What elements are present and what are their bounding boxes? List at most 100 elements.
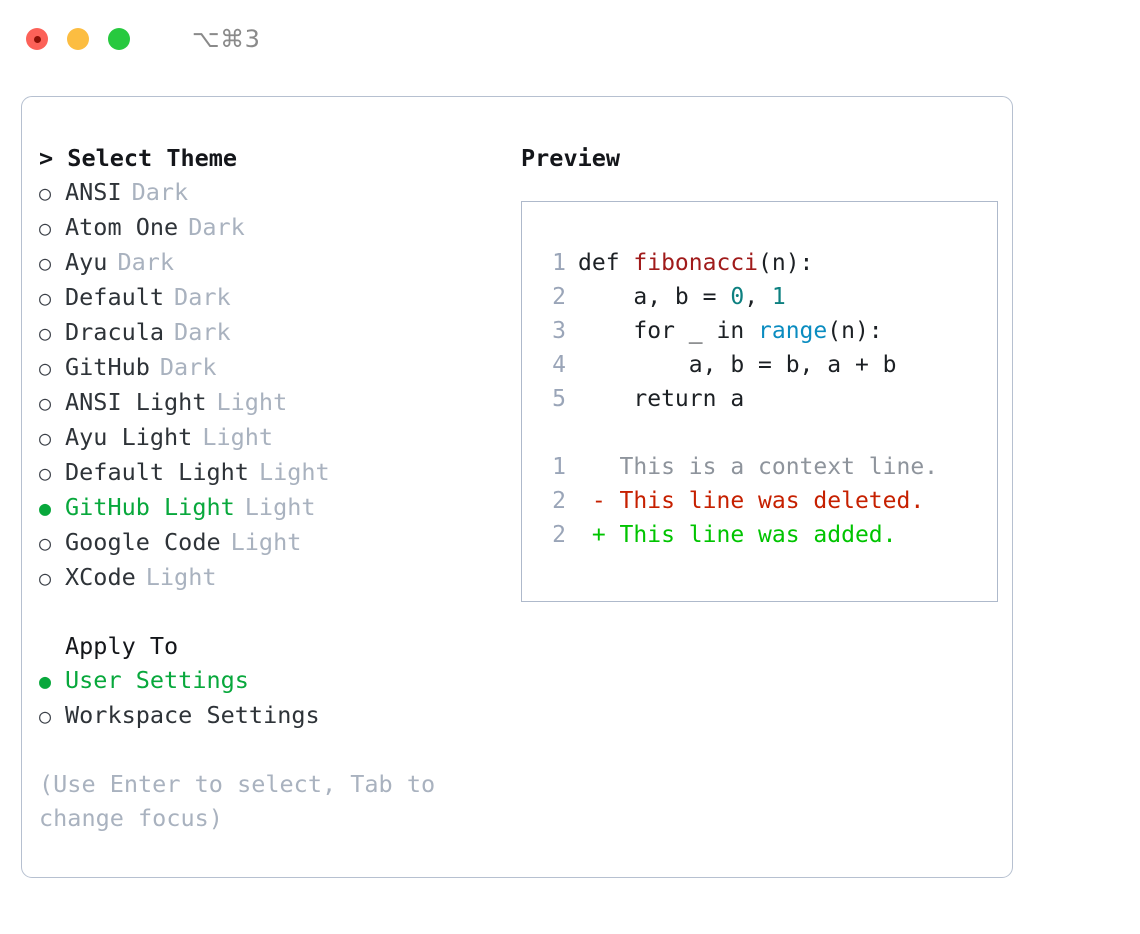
theme-option-label: Ayu Light <box>65 423 193 451</box>
code-token: 0 <box>730 284 745 310</box>
line-number: 5 <box>552 386 566 412</box>
radio-selected-icon: ● <box>39 496 52 520</box>
theme-option-tag: Dark <box>174 318 231 346</box>
code-line-content: a, b = 0, 1 <box>578 280 786 314</box>
radio-unselected-icon: ○ <box>39 251 52 275</box>
line-number: 2 <box>552 488 566 514</box>
code-token: , <box>744 284 772 310</box>
theme-option-tag: Dark <box>131 178 189 206</box>
window-controls <box>26 28 130 50</box>
code-token: fibonacci <box>633 250 759 276</box>
radio-unselected-icon: ○ <box>39 704 52 728</box>
theme-option-tag: Light <box>230 528 302 556</box>
keyboard-hint-text: (Use Enter to select, Tab to change focu… <box>39 770 450 832</box>
apply-to-option[interactable]: ○ Workspace Settings <box>39 698 501 733</box>
theme-option[interactable]: ○ Dracula Dark <box>39 315 501 350</box>
theme-option-tag: Light <box>202 423 274 451</box>
theme-option-tag: Light <box>145 563 217 591</box>
theme-option[interactable]: ○ Default Light Light <box>39 455 501 490</box>
code-token: a, b = <box>578 284 731 310</box>
code-line-content: def fibonacci(n): <box>578 246 813 280</box>
line-number: 3 <box>552 318 566 344</box>
theme-option[interactable]: ○ Ayu Dark <box>39 245 501 280</box>
theme-option-tag: Light <box>216 388 288 416</box>
code-line: 3 for _ in range(n): <box>540 314 997 348</box>
apply-to-heading: Apply To <box>65 632 179 660</box>
theme-option[interactable]: ○ XCode Light <box>39 560 501 595</box>
code-token: (n): <box>758 250 814 276</box>
radio-selected-icon: ● <box>39 669 52 693</box>
diff-line-content: + This line was added. <box>578 522 897 548</box>
diff-line: 2 - This line was deleted. <box>540 484 997 518</box>
theme-option[interactable]: ○ Default Dark <box>39 280 501 315</box>
radio-unselected-icon: ○ <box>39 531 52 555</box>
line-number: 2 <box>552 522 566 548</box>
theme-option-label: XCode <box>65 563 136 591</box>
radio-unselected-icon: ○ <box>39 566 52 590</box>
theme-option-label: Dracula <box>65 318 165 346</box>
theme-option[interactable]: ○ ANSI Light Light <box>39 385 501 420</box>
line-number: 2 <box>552 284 566 310</box>
theme-option-tag: Light <box>244 493 316 521</box>
apply-to-list: ●User Settings ○ Workspace Settings <box>39 663 501 733</box>
radio-unselected-icon: ○ <box>39 426 52 450</box>
code-line: 1 def fibonacci(n): <box>540 246 997 280</box>
theme-option-label: GitHub Light <box>65 493 235 521</box>
radio-unselected-icon: ○ <box>39 216 52 240</box>
code-token: (n): <box>827 318 883 344</box>
code-diff-spacer <box>540 416 997 450</box>
theme-option-label: Ayu <box>65 248 108 276</box>
theme-option-label: ANSI <box>65 178 122 206</box>
code-token: return a <box>578 386 745 412</box>
diff-line-content: This is a context line. <box>578 454 939 480</box>
code-line-content: for _ in range(n): <box>578 314 883 348</box>
radio-unselected-icon: ○ <box>39 461 52 485</box>
apply-to-option[interactable]: ●User Settings <box>39 663 501 698</box>
list-spacer <box>39 595 501 629</box>
theme-option[interactable]: ○ Google Code Light <box>39 525 501 560</box>
theme-option-tag: Dark <box>159 353 217 381</box>
theme-option-label: Default Light <box>65 458 249 486</box>
preview-heading: Preview <box>521 144 621 172</box>
code-token: 1 <box>771 284 786 310</box>
diff-line-content: - This line was deleted. <box>578 488 925 514</box>
theme-option[interactable]: ○ Ayu Light Light <box>39 420 501 455</box>
theme-option-label: Atom One <box>65 213 179 241</box>
code-line: 2 a, b = 0, 1 <box>540 280 997 314</box>
theme-option-tag: Dark <box>174 283 231 311</box>
code-token: a, b = b, a + b <box>578 352 897 378</box>
code-token: def <box>578 250 634 276</box>
radio-unselected-icon: ○ <box>39 391 52 415</box>
code-token: for _ in <box>578 318 759 344</box>
code-token: range <box>758 318 828 344</box>
title-bar: ⌥⌘3 <box>0 0 1140 78</box>
code-line-content: return a <box>578 382 744 416</box>
theme-option-tag: Light <box>258 458 330 486</box>
diff-sample: 1 This is a context line.2 - This line w… <box>540 450 997 552</box>
radio-unselected-icon: ○ <box>39 321 52 345</box>
code-line: 5 return a <box>540 382 997 416</box>
line-number: 1 <box>552 250 566 276</box>
theme-option-label: Default <box>65 283 165 311</box>
radio-unselected-icon: ○ <box>39 286 52 310</box>
diff-line: 2 + This line was added. <box>540 518 997 552</box>
radio-unselected-icon: ○ <box>39 356 52 380</box>
code-line: 4 a, b = b, a + b <box>540 348 997 382</box>
theme-option-label: ANSI Light <box>65 388 207 416</box>
theme-option-label: Google Code <box>65 528 221 556</box>
maximize-button[interactable] <box>108 28 130 50</box>
theme-option-tag: Dark <box>117 248 175 276</box>
close-button[interactable] <box>26 28 48 50</box>
code-line-content: a, b = b, a + b <box>578 348 897 382</box>
minimize-button[interactable] <box>67 28 89 50</box>
apply-to-option-label: Workspace Settings <box>65 701 320 729</box>
theme-option[interactable]: ● GitHub Light Light <box>39 490 501 525</box>
